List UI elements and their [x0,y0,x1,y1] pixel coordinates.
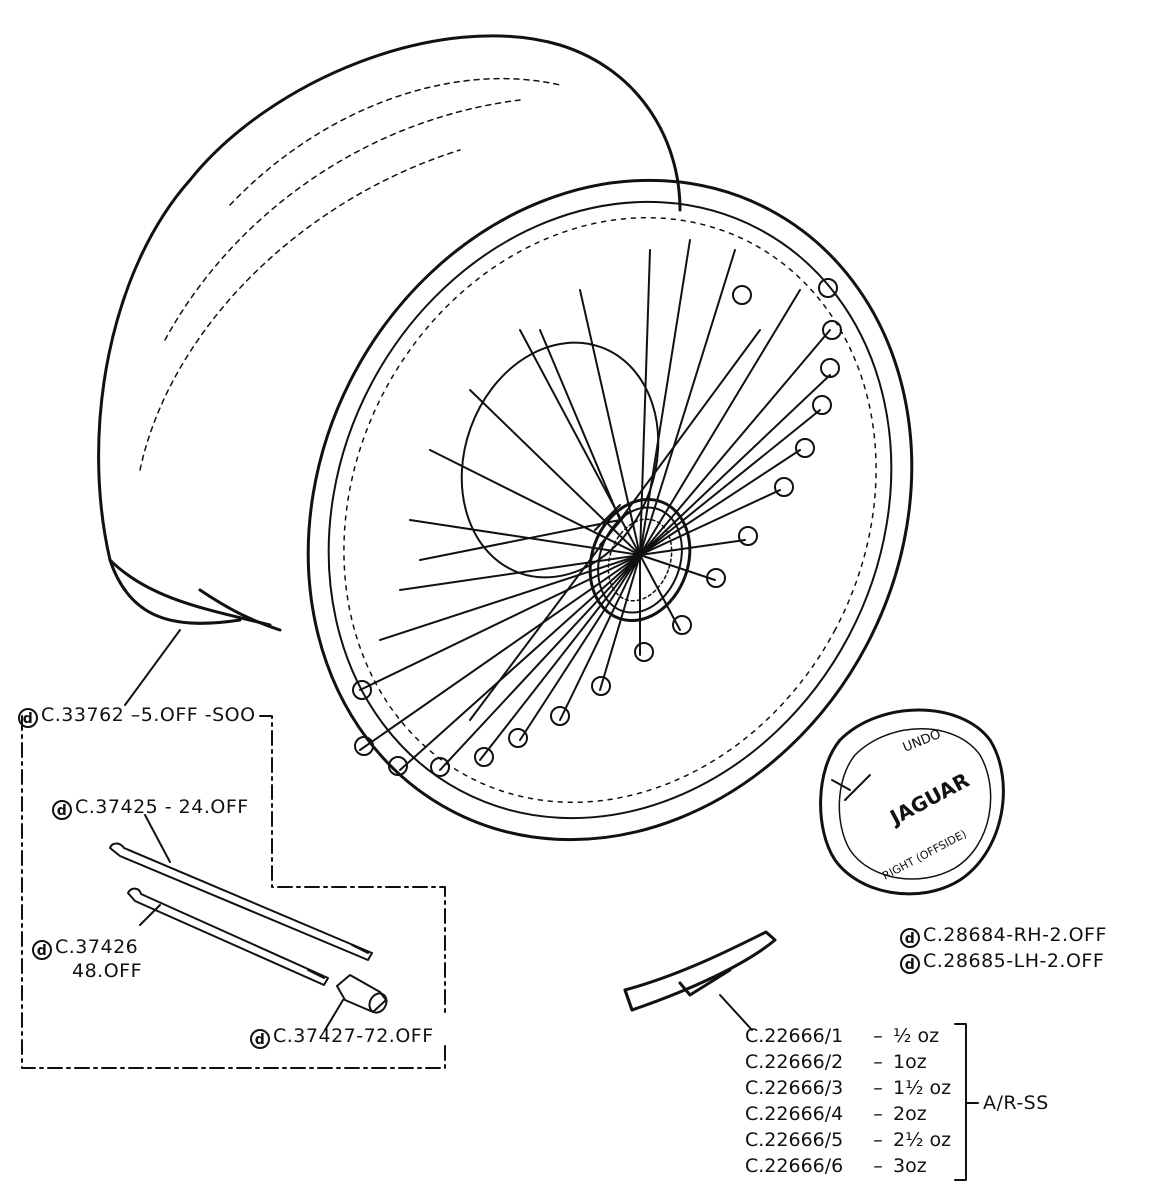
weight-part: C.22666/6 [745,1155,844,1177]
d-mark-icon: d [18,708,38,728]
wheel-spokes [359,239,831,771]
weight-row: C.22666/2 –1oz [745,1051,927,1073]
weight-value: 3oz [893,1155,927,1177]
dash: – [873,1025,883,1047]
cap-text-right: RIGHT (OFFSIDE) [880,827,968,882]
cap-embossing: UNDO JAGUAR RIGHT (OFFSIDE) [880,727,973,883]
weight-row: C.22666/5 –2½ oz [745,1129,951,1151]
callout-spoke-long-text: C.37425 - 24.OFF [75,796,249,818]
weight-value: 2oz [893,1103,927,1125]
weight-part: C.22666/5 [745,1129,844,1151]
splined-hub [588,497,692,623]
callout-cap-lh-text: C.28685-LH-2.OFF [923,950,1105,972]
weight-part: C.22666/4 [745,1103,844,1125]
d-mark-icon: d [32,940,52,960]
callout-spoke-short-text: C.37426 [55,936,139,958]
callout-wheel-text: C.33762 –5.OFF -SOO [41,704,256,726]
weight-part: C.22666/1 [745,1025,844,1047]
dash: – [873,1155,883,1177]
leader-lines [124,629,753,1031]
dash: – [873,1129,883,1151]
dash: – [873,1077,883,1099]
wheel-outer-rim [306,178,914,842]
cap-text-brand: JAGUAR [884,768,973,830]
dash: – [873,1051,883,1073]
cap-text-undo: UNDO [901,727,943,756]
hub-inner-disc [460,341,660,579]
callout-cap-rh-text: C.28684-RH-2.OFF [923,924,1107,946]
weight-part: C.22666/2 [745,1051,844,1073]
d-mark-icon: d [52,800,72,820]
weight-row: C.22666/4 –2oz [745,1103,927,1125]
weight-value: 1½ oz [893,1077,952,1099]
weight-part: C.22666/3 [745,1077,844,1099]
d-mark-icon: d [250,1029,270,1049]
d-mark-icon: d [900,928,920,948]
spoke-nipples [352,278,842,777]
weights-bracket [954,1023,979,1181]
weights-group-label: A/R-SS [983,1092,1049,1114]
spoke-nipple-part [336,974,388,1014]
dash: – [873,1103,883,1125]
spoke-short [127,887,329,986]
weight-value: 2½ oz [893,1129,952,1151]
weight-row: C.22666/6 –3oz [745,1155,927,1177]
callout-spoke-short-qty: 48.OFF [72,960,143,982]
callout-nipple-text: C.37427-72.OFF [273,1025,434,1047]
spoke-group-bracket [21,715,446,1069]
knockoff-cap [819,708,1005,896]
wheel-rim-body [97,34,682,632]
balance-weight [623,930,777,1012]
weight-row: C.22666/3 –1½ oz [745,1077,951,1099]
spoke-long [109,842,373,961]
d-mark-icon: d [900,954,920,974]
weight-row: C.22666/1 –½ oz [745,1025,939,1047]
weight-value: ½ oz [893,1025,940,1047]
weight-value: 1oz [893,1051,927,1073]
